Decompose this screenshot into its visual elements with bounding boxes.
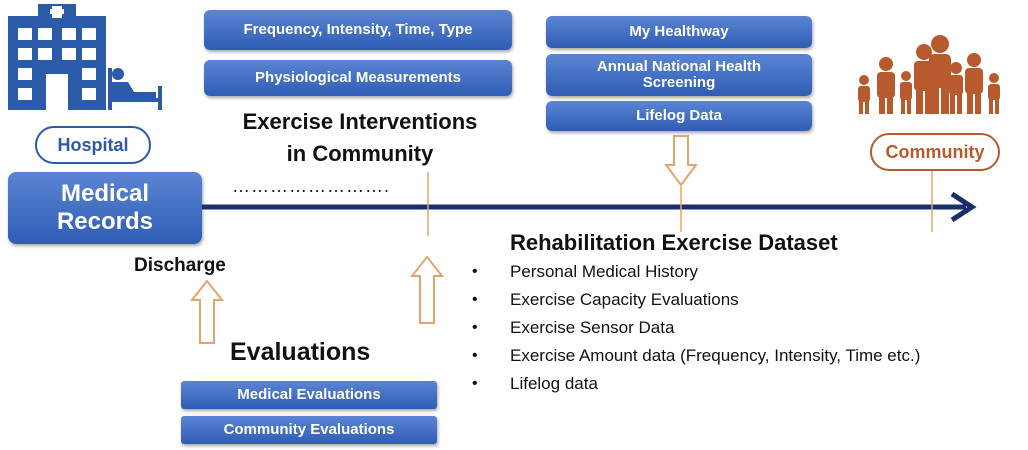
medical-records-label: Medical Records xyxy=(56,180,154,235)
list-item: Personal Medical History xyxy=(472,258,1028,286)
dataset-title: Rehabilitation Exercise Dataset xyxy=(510,230,838,255)
physiological-measurements-label: Physiological Measurements xyxy=(255,69,461,86)
community-people-icon xyxy=(858,35,1000,114)
exercise-interventions-line2: in Community xyxy=(286,141,434,166)
list-item: Exercise Amount data (Frequency, Intensi… xyxy=(472,342,1028,370)
my-healthway-label: My Healthway xyxy=(629,23,729,40)
exercise-interventions-line1: Exercise Interventions xyxy=(242,109,478,134)
discharge-label: Discharge xyxy=(134,255,226,276)
up-arrow-icon xyxy=(410,256,444,324)
frequency-intensity-button[interactable]: Frequency, Intensity, Time, Type xyxy=(204,10,512,50)
physiological-measurements-button[interactable]: Physiological Measurements xyxy=(204,60,512,96)
community-evaluations-label: Community Evaluations xyxy=(223,421,395,438)
lifelog-data-button[interactable]: Lifelog Data xyxy=(546,101,812,131)
medical-evaluations-label: Medical Evaluations xyxy=(237,386,381,403)
evaluations-heading: Evaluations xyxy=(230,338,371,366)
hospital-building-icon xyxy=(8,4,106,110)
down-arrow-icon xyxy=(664,135,698,187)
community-evaluations-button[interactable]: Community Evaluations xyxy=(181,416,437,444)
community-label: Community xyxy=(870,133,1000,171)
lifelog-data-label: Lifelog Data xyxy=(636,107,722,124)
annual-screening-button[interactable]: Annual National Health Screening xyxy=(546,54,812,96)
medical-evaluations-button[interactable]: Medical Evaluations xyxy=(181,381,437,409)
exercise-interventions-heading: Exercise Interventions in Community xyxy=(210,106,510,170)
dotted-gap: ……………………. xyxy=(232,176,391,196)
frequency-intensity-label: Frequency, Intensity, Time, Type xyxy=(243,21,473,38)
annual-screening-label: Annual National Health Screening xyxy=(596,58,762,91)
list-item: Exercise Sensor Data xyxy=(472,314,1028,342)
list-item: Lifelog data xyxy=(472,370,1028,398)
hospital-bed-icon xyxy=(108,68,162,110)
medical-records-box: Medical Records xyxy=(8,172,202,244)
up-arrow-icon xyxy=(190,280,224,344)
hospital-label: Hospital xyxy=(35,126,151,164)
dataset-list: Personal Medical History Exercise Capaci… xyxy=(472,258,1028,398)
my-healthway-button[interactable]: My Healthway xyxy=(546,16,812,48)
list-item: Exercise Capacity Evaluations xyxy=(472,286,1028,314)
